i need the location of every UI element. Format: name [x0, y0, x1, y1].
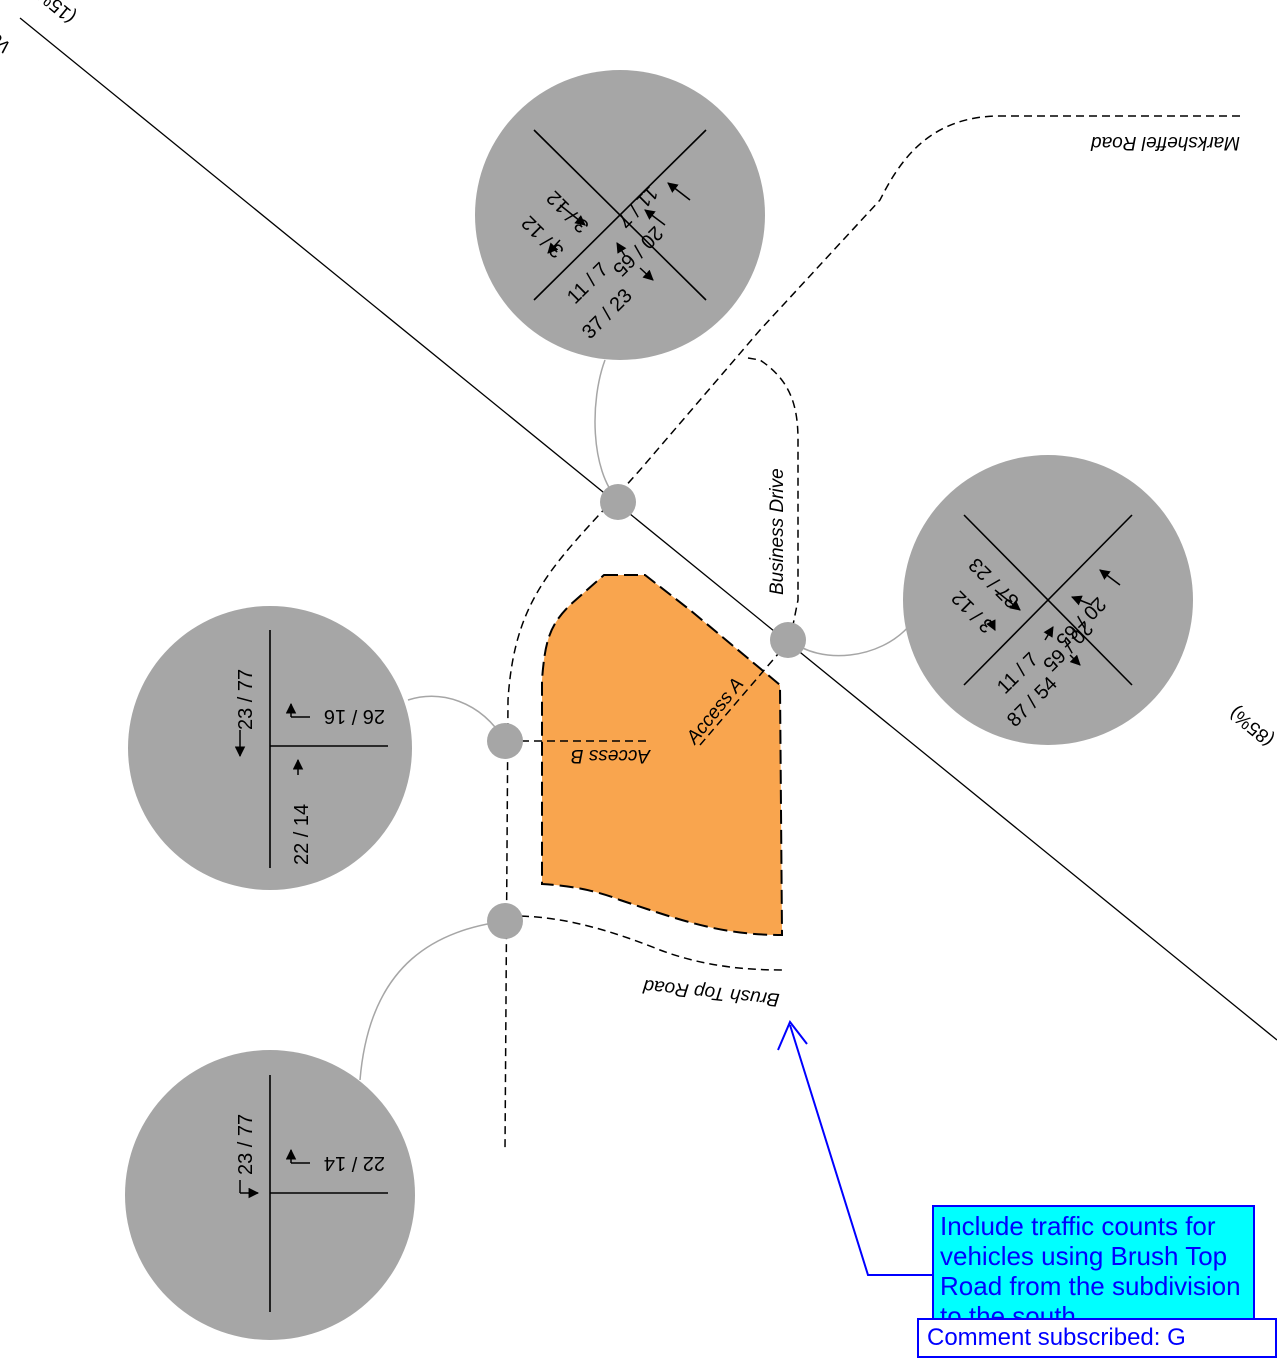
bubble-left: 23 / 77 26 / 16 22 / 14	[128, 606, 412, 890]
comment-box[interactable]: Include traffic counts for vehicles usin…	[932, 1205, 1255, 1337]
bubble-left-v3: 22 / 14	[291, 804, 313, 865]
leader-bottom	[359, 920, 506, 1081]
node-access-b	[487, 723, 523, 759]
bubble-left-v2: 26 / 16	[324, 705, 385, 727]
vollmer-road-label: Vollmer Road	[0, 0, 15, 57]
access-a-line	[699, 639, 791, 746]
bubble-left-v1: 23 / 77	[235, 669, 257, 730]
comment-text: Include traffic counts for vehicles usin…	[940, 1211, 1241, 1331]
node-brush-top	[487, 903, 523, 939]
marksheffel-road-line	[504, 115, 1240, 1151]
bubble-bottom-v2: 22 / 14	[324, 1152, 385, 1174]
node-vollmer-marksheffel	[600, 484, 636, 520]
bubble-bottom: 23 / 77 22 / 14	[125, 1050, 415, 1340]
bubble-right: 20 / 65 20 / 65 37 / 23 3 / 12 11 / 7 87…	[903, 455, 1193, 745]
business-drive-label: Business Drive	[767, 468, 788, 595]
vollmer-road-line	[19, 17, 1277, 1041]
node-access-a	[770, 622, 806, 658]
bubble-top: 11 / 7 20 / 65 3 / 12 3 / 12 11 / 7 37 /…	[475, 70, 765, 360]
business-drive-line	[747, 357, 799, 641]
marksheffel-road-label: Marksheffel Road	[1090, 132, 1240, 153]
comment-text-secondary: Comment subscribed: G	[927, 1324, 1186, 1351]
comment-pointer-arrowhead	[777, 1020, 808, 1051]
leader-right	[789, 624, 911, 657]
comment-pointer	[789, 1024, 932, 1276]
vollmer-pct-nw: (15%)	[28, 0, 80, 27]
bubble-bottom-v1: 23 / 77	[235, 1114, 257, 1175]
comment-box-secondary[interactable]: Comment subscribed: G	[917, 1318, 1277, 1358]
leader-top	[594, 359, 619, 501]
site-parcel	[541, 574, 784, 937]
brush-top-road-line	[507, 915, 783, 971]
access-b-label: Access B	[570, 745, 651, 766]
vollmer-pct-se: (85%)	[1226, 702, 1277, 750]
brush-top-road-label: Brush Top Road	[641, 975, 780, 1010]
